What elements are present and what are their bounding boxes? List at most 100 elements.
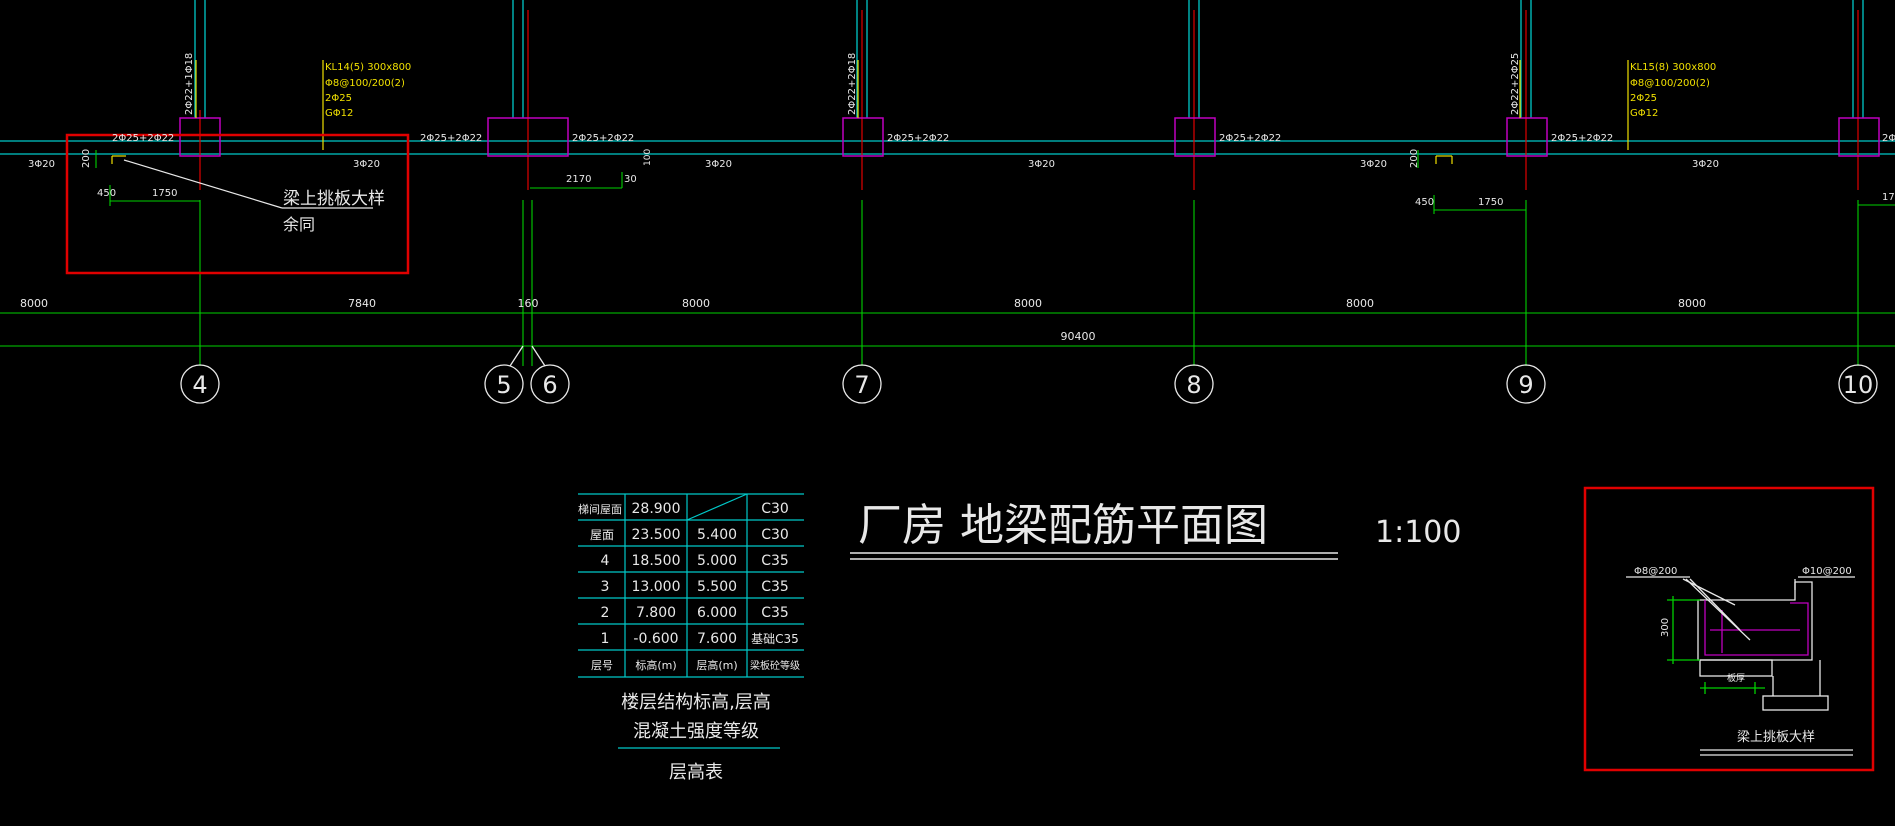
table-caption-3: 层高表 — [669, 762, 723, 783]
small-dim: 30 — [624, 174, 637, 185]
kl15-side: GΦ12 — [1630, 108, 1658, 119]
detail-rebar-right: Φ10@200 — [1802, 566, 1852, 577]
axis-bubbles — [180, 345, 1878, 404]
cell: C30 — [761, 527, 789, 543]
cell: 梯间屋面 — [578, 503, 622, 516]
detail-dim: 300 — [1660, 618, 1671, 637]
cell: 18.500 — [632, 553, 681, 569]
span-dim: 160 — [518, 297, 539, 310]
kl15-top: 2Φ25 — [1630, 93, 1657, 104]
small-dim: 450 — [1415, 197, 1434, 208]
small-dim: 1750 — [152, 188, 177, 199]
detail-inner: 板厚 — [1727, 672, 1745, 684]
span-dim: 8000 — [1678, 297, 1706, 310]
bottom-reinf: 3Φ20 — [1028, 159, 1055, 170]
top-reinf: 2Φ25+2Φ22 — [112, 133, 174, 144]
small-dim: 2170 — [566, 174, 591, 185]
span-dim: 8000 — [682, 297, 710, 310]
cell: 5.400 — [697, 527, 737, 543]
cell: C35 — [761, 553, 789, 569]
table-caption-2: 混凝土强度等级 — [633, 721, 759, 742]
table-caption-1: 楼层结构标高,层高 — [621, 692, 771, 713]
cell: 28.900 — [632, 501, 681, 517]
cell: 7.800 — [636, 605, 676, 621]
detail-rebar-left: Φ8@200 — [1634, 566, 1677, 577]
bottom-reinf: 3Φ20 — [1692, 159, 1719, 170]
kl14-top: 2Φ25 — [325, 93, 352, 104]
axis-label-8: 8 — [1186, 371, 1201, 399]
top-reinf: 2Φ25+2Φ22 — [1551, 133, 1613, 144]
top-reinf: 2Φ25+2Φ22 — [887, 133, 949, 144]
floor-table — [578, 493, 804, 678]
cell: 6.000 — [697, 605, 737, 621]
cell: 4 — [601, 553, 610, 569]
columns — [179, 117, 1880, 157]
callout-note: 余同 — [283, 215, 315, 234]
kl15-stirrup: Φ8@100/200(2) — [1630, 78, 1710, 89]
drawing-title: 厂房 地梁配筋平面图 — [858, 500, 1268, 551]
kl14-stirrup: Φ8@100/200(2) — [325, 78, 405, 89]
small-dim: 175 — [1882, 192, 1895, 203]
top-reinf: 2Φ25+2Φ22 — [572, 133, 634, 144]
small-dim: 200 — [81, 149, 92, 168]
cell: C35 — [761, 605, 789, 621]
cell: 基础C35 — [751, 632, 799, 646]
kl14-side: GΦ12 — [325, 108, 353, 119]
cell: -0.600 — [633, 631, 678, 647]
header-cell: 层号 — [591, 659, 613, 672]
detail-title: 梁上挑板大样 — [1737, 730, 1815, 745]
dimension-lines — [0, 150, 1895, 366]
vertical-bar-label: 2Φ22+2Φ25 — [1510, 53, 1521, 115]
floor-table-cells: 梯间屋面 28.900 C30 屋面 23.500 5.400 C30 4 18… — [578, 501, 800, 672]
bottom-reinf: 3Φ20 — [28, 159, 55, 170]
small-dim: 200 — [1409, 149, 1420, 168]
axis-label-10: 10 — [1843, 371, 1874, 399]
callout-leader — [123, 159, 283, 209]
top-reinf: 2Φ25+2Φ22 — [1219, 133, 1281, 144]
small-dim: 450 — [97, 188, 116, 199]
detail-drawing — [1626, 576, 1855, 756]
header-cell: 标高(m) — [635, 658, 676, 672]
axis-centerlines — [199, 10, 1859, 190]
bottom-reinf: 3Φ20 — [705, 159, 732, 170]
cell: C30 — [761, 501, 789, 517]
span-dim: 8000 — [20, 297, 48, 310]
axis-label-9: 9 — [1518, 371, 1533, 399]
cell: 2 — [601, 605, 610, 621]
header-cell: 层高(m) — [696, 658, 737, 672]
cell: C35 — [761, 579, 789, 595]
axis-label-4: 4 — [192, 371, 207, 399]
vertical-bar-label: 2Φ22+2Φ18 — [847, 53, 858, 115]
bottom-reinf: 3Φ20 — [1360, 159, 1387, 170]
span-dim: 8000 — [1346, 297, 1374, 310]
cell: 3 — [601, 579, 610, 595]
small-dim: 1750 — [1478, 197, 1503, 208]
grid-lines — [0, 0, 1895, 155]
axis-label-7: 7 — [854, 371, 869, 399]
cell: 5.000 — [697, 553, 737, 569]
cell: 13.000 — [632, 579, 681, 595]
axis-label-5: 5 — [496, 371, 511, 399]
span-dim: 8000 — [1014, 297, 1042, 310]
cell: 7.600 — [697, 631, 737, 647]
bottom-reinf: 3Φ20 — [353, 159, 380, 170]
cell: 23.500 — [632, 527, 681, 543]
kl14-label: KL14(5) 300x800 — [325, 62, 411, 73]
callout-title: 梁上挑板大样 — [283, 189, 385, 209]
header-cell: 梁板砼等级 — [750, 659, 800, 672]
cell: 屋面 — [590, 528, 614, 542]
vertical-bar-label: 2Φ22+1Φ18 — [184, 53, 195, 115]
top-reinf: 2Φ25+2Φ22 — [420, 133, 482, 144]
cell: 1 — [601, 631, 610, 647]
drawing-scale: 1:100 — [1375, 515, 1461, 550]
cell: 5.500 — [697, 579, 737, 595]
span-dim: 7840 — [348, 297, 376, 310]
kl15-label: KL15(8) 300x800 — [1630, 62, 1716, 73]
small-dim: 100 — [643, 149, 653, 166]
highlight-box-detail[interactable] — [1583, 486, 1875, 772]
top-reinf: 2Φ — [1882, 133, 1895, 144]
axis-label-6: 6 — [542, 371, 557, 399]
total-dim: 90400 — [1061, 330, 1096, 343]
highlight-box-callout[interactable] — [65, 133, 410, 275]
